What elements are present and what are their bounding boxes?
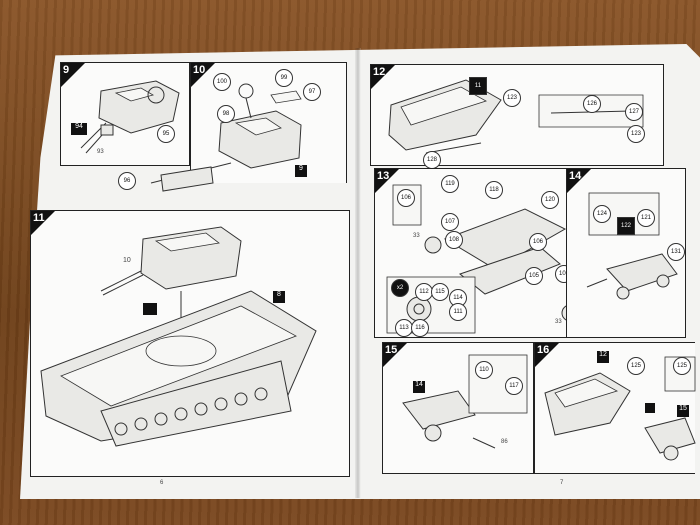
part-8-marker: 8 — [273, 291, 285, 303]
part-96-callout: 96 — [118, 172, 136, 190]
step-12-hull-drawing — [388, 79, 644, 154]
step-16-tank-drawing — [544, 356, 696, 461]
part-127-callout: 127 — [625, 103, 643, 121]
part-106-callout: 106 — [397, 189, 415, 207]
step-11-tank-drawing — [40, 226, 317, 447]
part-86-label: 86 — [501, 439, 508, 445]
step-13-panel: 13 106 119 118 120 107 108 106 105 109 3… — [374, 168, 592, 338]
step-9-turret-drawing — [80, 80, 180, 154]
part-95-callout: 95 — [157, 125, 175, 143]
part-118-callout: 118 — [485, 181, 503, 199]
part-124-callout: 124 — [593, 205, 611, 223]
part-100-callout: 100 — [213, 73, 231, 91]
step-12-panel: 12 11 123 126 127 123 128 — [370, 64, 664, 169]
part-12-marker: 12 — [597, 351, 609, 363]
part-125b-callout: 125 — [673, 357, 691, 375]
step-16-panel: 16 12 125 125 15 — [534, 342, 696, 474]
part-120-callout: 120 — [541, 191, 559, 209]
part-131-callout: 131 — [667, 243, 685, 261]
part-98-callout: 98 — [217, 105, 235, 123]
part-106b-callout: 106 — [529, 233, 547, 251]
part-11-marker: 11 — [469, 77, 487, 95]
part-123b-callout: 123 — [627, 125, 645, 143]
part-110-callout: 110 — [475, 361, 493, 379]
part-105-callout: 105 — [525, 267, 543, 285]
part-119-callout: 119 — [441, 175, 459, 193]
step-15-trailer-drawing — [402, 354, 528, 449]
part-116-callout: 116 — [411, 319, 429, 337]
part-99-callout: 99 — [275, 69, 293, 87]
step-10-turret-drawing — [150, 83, 302, 192]
part-123-callout: 123 — [503, 89, 521, 107]
x2-badge: x2 — [391, 279, 409, 297]
part-107-callout: 107 — [441, 213, 459, 231]
part-121-callout: 121 — [637, 209, 655, 227]
part-115-callout: 115 — [431, 283, 449, 301]
part-33-label: 33 — [413, 233, 420, 239]
part-97-callout: 97 — [303, 83, 321, 101]
part-128-callout: 128 — [423, 151, 441, 169]
step-14-panel: 14 124 121 122 131 — [566, 168, 686, 338]
part-14-marker: 14 — [413, 381, 425, 393]
part-108-callout: 108 — [445, 231, 463, 249]
step-10-panel: 10 100 99 98 97 9 — [150, 62, 347, 192]
part-125-callout: 125 — [627, 357, 645, 375]
part-15-marker: 15 — [677, 405, 689, 417]
part-33b-label: 33 — [555, 319, 562, 325]
part-94-label: 94 — [71, 123, 87, 135]
step-11-panel: 11 10 8 — [30, 210, 350, 477]
left-page-number: 6 — [160, 480, 164, 486]
part-122-marker: 122 — [617, 217, 635, 235]
part-111-callout: 111 — [449, 303, 467, 321]
part-9-marker: 9 — [295, 165, 307, 177]
right-page-number: 7 — [560, 480, 564, 486]
step-15-panel: 15 14 110 117 86 — [382, 342, 534, 474]
center-fold — [355, 48, 361, 498]
part-10-label: 10 — [123, 257, 131, 264]
part-93-label: 93 — [97, 149, 104, 155]
part-117-callout: 117 — [505, 377, 523, 395]
part-126-callout: 126 — [583, 95, 601, 113]
step-9-panel: 9 94 95 93 — [60, 62, 190, 166]
